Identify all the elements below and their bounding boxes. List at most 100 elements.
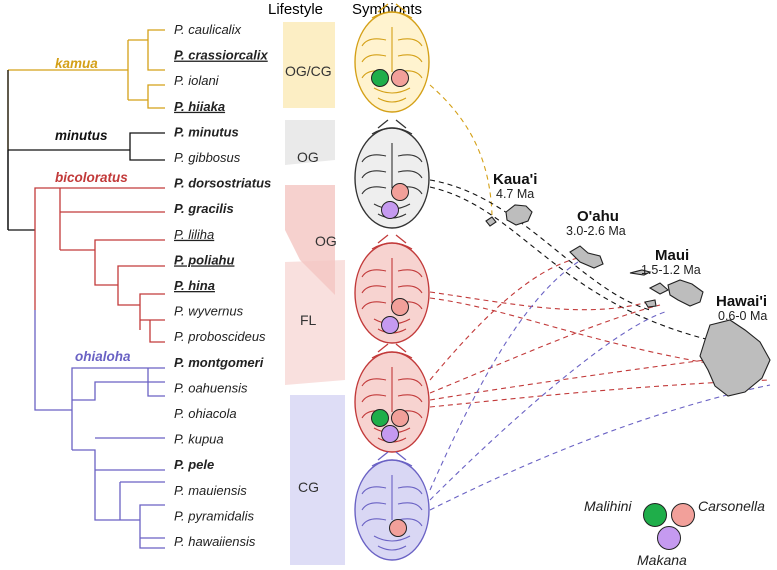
taxon-label: P. crassiorcalix [174,48,268,63]
lifestyle-label: FL [300,312,317,328]
carsonella-symbiont [391,69,409,87]
maui-island [667,279,704,307]
malihini-legend-swatch [643,503,667,527]
insect-head [371,451,413,467]
ohialoha-branches [34,310,165,549]
taxon-label: P. wyvernus [174,304,244,319]
taxon-label: P. hina [174,278,215,293]
makana-symbiont [381,201,399,219]
phylogenetic-tree [7,29,165,549]
lifestyle-header: Lifestyle [268,1,323,18]
insect-legs [361,27,423,103]
dispersal-line [429,384,771,511]
malihini-legend-label: Malihini [584,498,632,514]
makana-legend-label: Makana [637,552,687,568]
lifestyle-labels: OG/CG OG OG FL CG [285,63,337,495]
molokai-island [629,269,652,276]
bicoloratus-branches [34,187,165,343]
carsonella-symbiont [391,409,409,427]
taxon-label: P. liliha [174,227,214,242]
taxon-label: P. mauiensis [174,483,247,498]
island-age-oahu: 3.0-2.6 Ma [566,224,626,238]
taxon-label: P. poliahu [174,252,234,267]
carsonella-legend-label: Carsonella [698,498,765,514]
insect-illustration [354,451,430,561]
hawaii-island [699,319,771,397]
taxon-label: P. hiiaka [174,99,225,114]
oahu-island [569,245,604,269]
lanai-island [648,282,669,295]
taxon-label: P. oahuensis [174,380,248,395]
dispersal-line [429,359,706,401]
lifestyle-label: OG/CG [285,63,332,79]
island-name-oahu: O'ahu [577,208,619,225]
taxon-label: P. caulicalix [174,22,241,37]
taxon-label: P. iolani [174,73,220,88]
clade-label-bicoloratus: bicoloratus [55,170,128,185]
insect-illustration [354,343,430,453]
lifestyle-label: OG [297,149,319,165]
kauai-island [505,204,533,226]
carsonella-symbiont [389,519,407,537]
carsonella-legend-swatch [671,503,695,527]
insect-head [371,3,413,19]
taxon-label: P. dorsostriatus [174,176,271,191]
insect-legs [361,475,423,551]
island-name-kauai: Kaua'i [493,171,537,188]
kahoolawe-island [644,299,657,308]
band-fl [285,260,345,385]
clade-label-ohialoha: ohialoha [75,349,131,364]
lifestyle-bands [283,22,345,565]
taxon-label: P. ohiacola [174,406,237,421]
insect-illustration [354,234,430,344]
taxon-label: P. gibbosus [174,150,241,165]
dispersal-line [429,304,661,394]
carsonella-symbiont [391,183,409,201]
dispersal-line [429,179,651,311]
taxon-label: P. proboscideus [174,329,266,344]
dispersal-line [429,257,579,381]
island-age-kauai: 4.7 Ma [496,187,534,201]
makana-symbiont [381,425,399,443]
niihau-island [485,216,497,227]
symbiont-legend: Malihini Carsonella Makana [584,498,765,568]
band-og-cg [283,22,335,108]
malihini-symbiont [371,69,389,87]
malihini-symbiont [371,409,389,427]
lifestyle-label: OG [315,233,337,249]
dispersal-line [429,291,656,311]
taxon-label: P. montgomeri [174,355,264,370]
taxon-label: P. pyramidalis [174,508,254,523]
insect-illustrations [354,3,430,561]
taxon-label: P. gracilis [174,201,234,216]
dispersal-line [429,186,761,351]
island-labels: Kaua'i 4.7 Ma O'ahu 3.0-2.6 Ma Maui 1.5-… [493,171,767,323]
clade-label-minutus: minutus [55,128,108,143]
taxon-label: P. hawaiiensis [174,534,256,549]
lifestyle-label: CG [298,479,319,495]
dispersal-line [429,84,493,216]
insect-head [371,343,413,359]
clade-label-kamua: kamua [55,56,98,71]
clade-labels: kamua minutus bicoloratus ohialoha [55,56,131,364]
band-og [285,120,335,165]
dispersal-line [429,311,666,501]
island-age-hawaii: 0.6-0 Ma [718,309,767,323]
island-name-hawaii: Hawai'i [716,293,767,310]
makana-symbiont [381,316,399,334]
island-age-maui: 1.5-1.2 Ma [641,263,701,277]
carsonella-symbiont [391,298,409,316]
dispersal-line [429,261,579,491]
taxon-label: P. pele [174,457,214,472]
taxon-label: P. kupua [174,432,224,447]
island-name-maui: Maui [655,247,689,264]
insect-head [371,234,413,250]
insect-illustration [354,119,430,229]
taxon-labels: P. caulicalix P. crassiorcalix P. iolaniP.… [174,22,271,549]
insect-head [371,119,413,135]
makana-legend-swatch [657,526,681,550]
taxon-label: P. minutus [174,124,239,139]
insect-illustration [354,3,430,113]
band-cg [290,395,345,565]
